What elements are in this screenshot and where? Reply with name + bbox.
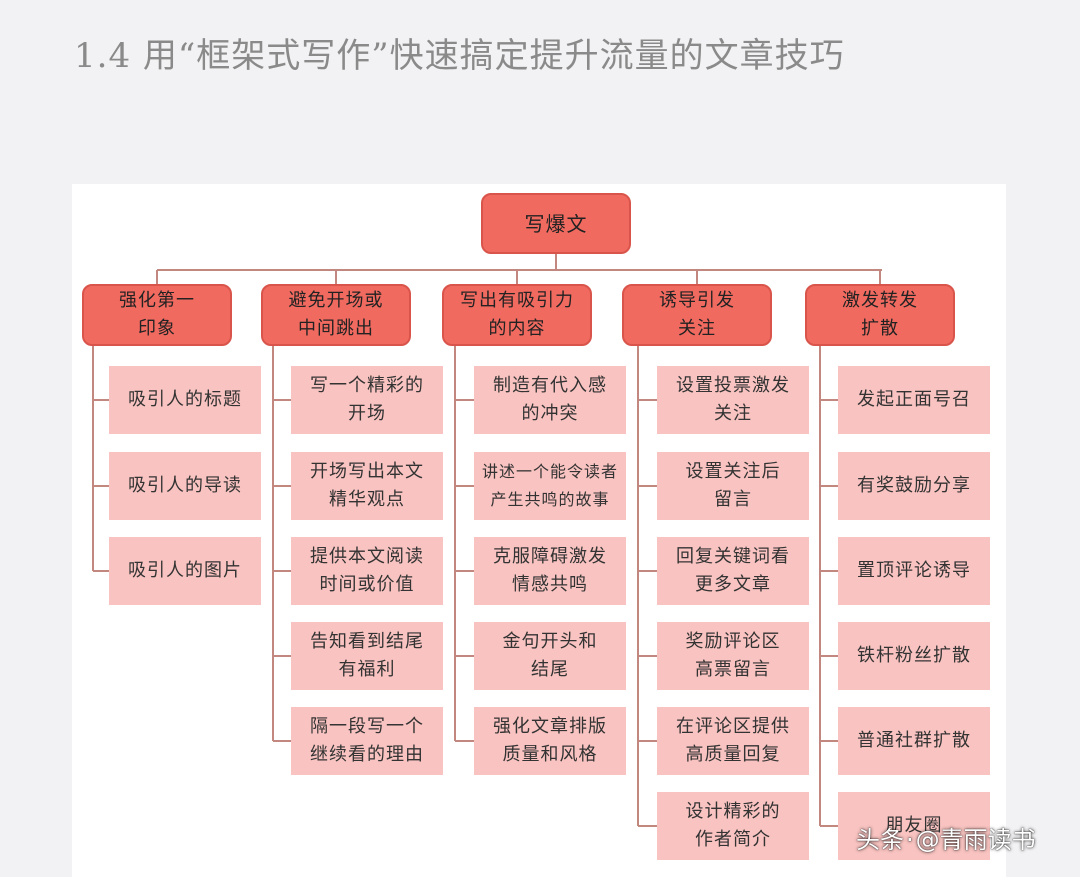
- leaf-node: 置顶评论诱导: [838, 537, 990, 605]
- leaf-node: 金句开头和 结尾: [474, 622, 626, 690]
- leaf-node: 制造有代入感 的冲突: [474, 366, 626, 434]
- root-node: 写爆文: [481, 193, 631, 254]
- leaf-node: 奖励评论区 高票留言: [657, 622, 809, 690]
- watermark: 头条·@青雨读书: [856, 826, 1036, 854]
- leaf-node: 设置投票激发 关注: [657, 366, 809, 434]
- leaf-node: 吸引人的导读: [109, 452, 261, 520]
- leaf-node: 克服障碍激发 情感共鸣: [474, 537, 626, 605]
- leaf-node: 设置关注后 留言: [657, 452, 809, 520]
- leaf-node: 朋友圈: [838, 792, 990, 860]
- leaf-node: 隔一段写一个 继续看的理由: [291, 707, 443, 775]
- leaf-node: 普通社群扩散: [838, 707, 990, 775]
- leaf-node: 吸引人的图片: [109, 537, 261, 605]
- leaf-node: 强化文章排版 质量和风格: [474, 707, 626, 775]
- branch-node: 激发转发 扩散: [805, 284, 955, 346]
- leaf-node: 有奖鼓励分享: [838, 452, 990, 520]
- leaf-node: 告知看到结尾 有福利: [291, 622, 443, 690]
- leaf-node: 提供本文阅读 时间或价值: [291, 537, 443, 605]
- leaf-node: 发起正面号召: [838, 366, 990, 434]
- branch-node: 诱导引发 关注: [622, 284, 772, 346]
- leaf-node: 开场写出本文 精华观点: [291, 452, 443, 520]
- leaf-node: 铁杆粉丝扩散: [838, 622, 990, 690]
- branch-node: 写出有吸引力 的内容: [442, 284, 592, 346]
- branch-node: 避免开场或 中间跳出: [261, 284, 411, 346]
- leaf-node: 讲述一个能令读者 产生共鸣的故事: [474, 452, 626, 520]
- leaf-node: 在评论区提供 高质量回复: [657, 707, 809, 775]
- leaf-node: 写一个精彩的 开场: [291, 366, 443, 434]
- watermark-handle: @青雨读书: [915, 826, 1036, 854]
- watermark-platform: 头条: [856, 826, 904, 854]
- leaf-node: 吸引人的标题: [109, 366, 261, 434]
- leaf-node: 回复关键词看 更多文章: [657, 537, 809, 605]
- page-title: 1.4 用“框架式写作”快速搞定提升流量的文章技巧: [74, 36, 845, 76]
- branch-node: 强化第一 印象: [82, 284, 232, 346]
- leaf-node: 设计精彩的 作者简介: [657, 792, 809, 860]
